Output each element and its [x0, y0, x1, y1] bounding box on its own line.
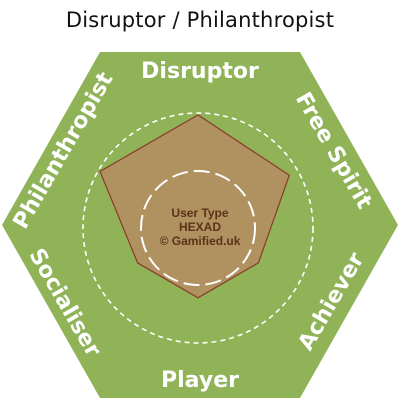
center-text-line1: User Type	[171, 206, 228, 220]
diagram-title: Disruptor / Philanthropist	[65, 8, 335, 32]
inner-dashed-circle	[140, 170, 256, 286]
center-text-line2: HEXAD	[179, 220, 221, 234]
label-disruptor: Disruptor	[141, 59, 259, 84]
outer-dashed-circle	[82, 112, 314, 344]
score-polygon	[99, 114, 291, 299]
center-text-line3: © Gamified.uk	[160, 234, 241, 248]
label-player: Player	[161, 368, 239, 393]
